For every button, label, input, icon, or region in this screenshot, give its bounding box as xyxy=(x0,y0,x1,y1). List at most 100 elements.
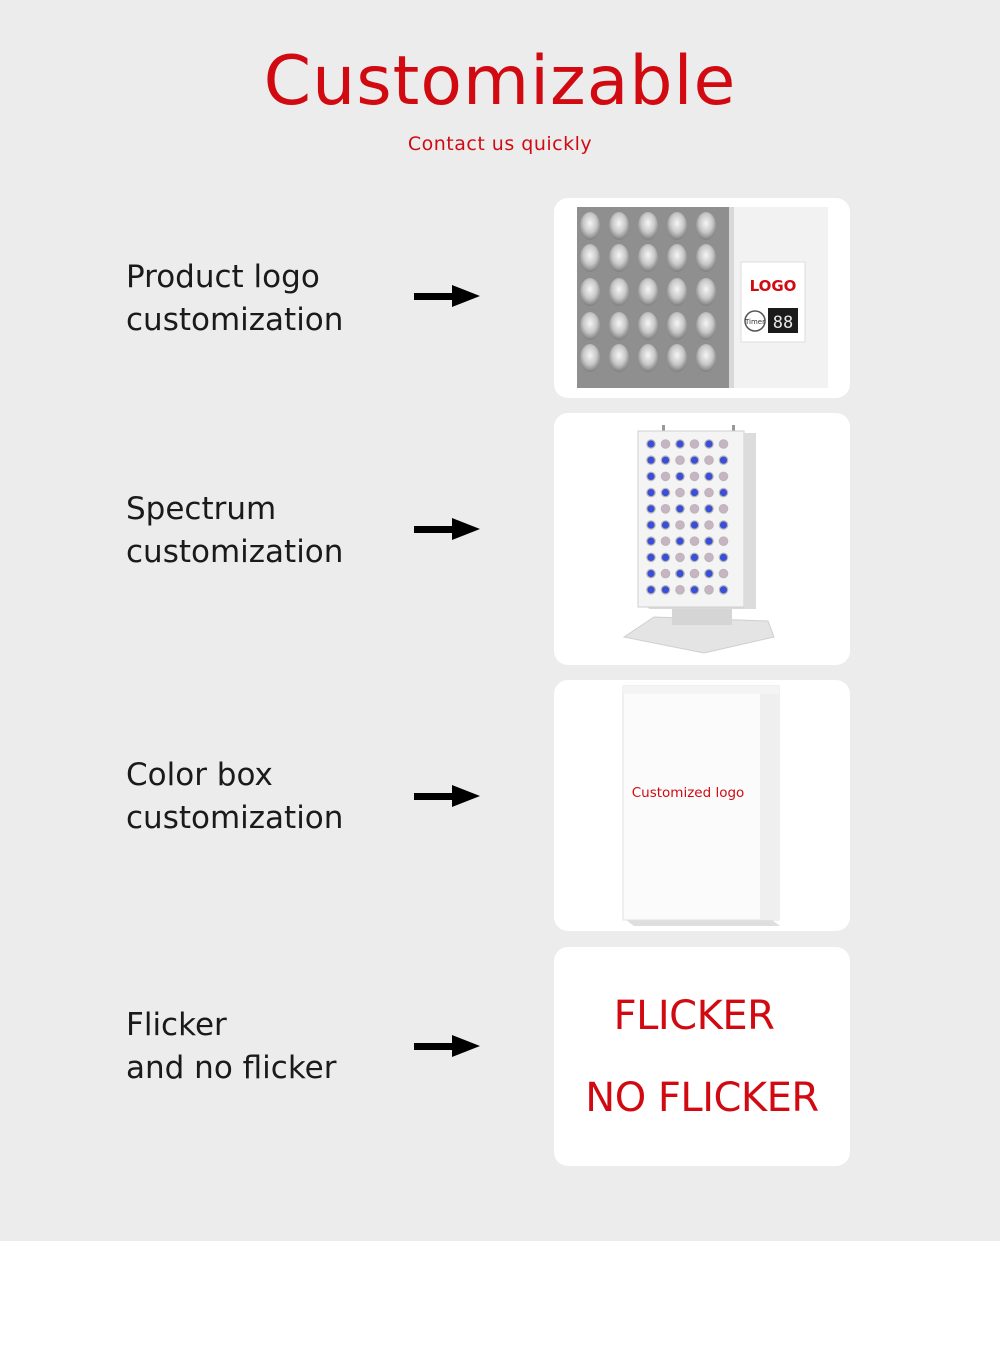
led-bead xyxy=(704,471,714,482)
page-title: Customizable xyxy=(263,42,737,121)
row-label-color-box: Color box customization xyxy=(126,754,426,840)
led-bead xyxy=(718,504,729,514)
led-bead xyxy=(718,520,729,530)
row-label-line1: Flicker xyxy=(126,1007,227,1043)
row-label-line2: customization xyxy=(126,800,344,836)
led-bead xyxy=(660,585,671,595)
row-label-flicker: Flicker and no flicker xyxy=(126,1004,426,1090)
led-bead xyxy=(696,344,716,372)
led-bead xyxy=(646,585,656,595)
led-bead xyxy=(660,536,671,546)
led-bead xyxy=(638,278,658,306)
led-bead xyxy=(704,504,714,514)
logo-placeholder-text: LOGO xyxy=(750,277,797,295)
led-bead xyxy=(704,585,714,595)
timer-display: 88 xyxy=(773,313,793,333)
led-bead xyxy=(704,455,714,465)
led-bead xyxy=(667,244,687,272)
led-bead xyxy=(704,520,714,530)
led-bead xyxy=(704,487,714,498)
led-bead xyxy=(718,552,729,563)
led-bead xyxy=(675,504,685,514)
led-bead xyxy=(675,536,685,546)
arrow-right-icon xyxy=(414,285,480,307)
no-flicker-option-text: NO FLICKER xyxy=(585,1075,819,1121)
led-bead xyxy=(689,585,700,595)
led-bead xyxy=(638,244,658,272)
led-bead xyxy=(660,552,671,563)
row-label-line2: customization xyxy=(126,534,344,570)
led-bead xyxy=(660,487,671,498)
led-bead xyxy=(689,536,700,546)
led-bead xyxy=(675,585,685,595)
led-bead xyxy=(675,520,685,530)
color-box-illustration: Customized logo xyxy=(622,685,780,926)
row-label-line2: and no flicker xyxy=(126,1050,337,1086)
led-bead xyxy=(646,504,656,514)
led-bead xyxy=(718,471,729,482)
led-bead xyxy=(660,455,671,465)
led-bead xyxy=(646,552,656,563)
led-bead xyxy=(689,487,700,498)
led-bead xyxy=(580,212,600,240)
led-bead xyxy=(667,312,687,340)
led-bead xyxy=(704,536,714,546)
led-bead xyxy=(580,278,600,306)
led-bead xyxy=(646,471,656,482)
spectrum-image-card xyxy=(554,413,850,665)
row-label-line1: Product logo xyxy=(126,259,320,295)
led-bead xyxy=(609,244,629,272)
led-bead xyxy=(689,520,700,530)
timer-label: Timer xyxy=(744,318,765,326)
timer-icon xyxy=(744,310,766,332)
led-bead xyxy=(675,552,685,563)
arrow-right-icon xyxy=(414,518,480,540)
led-bead xyxy=(667,212,687,240)
box-logo-text: Customized logo xyxy=(632,785,745,801)
flicker-option-card: FLICKER NO FLICKER xyxy=(554,947,850,1166)
led-bead xyxy=(689,471,700,482)
led-bead xyxy=(675,455,685,465)
led-bead xyxy=(689,552,700,563)
led-device-illustration xyxy=(622,425,775,654)
arrow-right-icon xyxy=(414,1035,480,1057)
led-bead xyxy=(704,552,714,563)
contact-link[interactable]: Contact us quickly xyxy=(407,133,593,155)
led-bead xyxy=(718,487,729,498)
led-bead xyxy=(696,278,716,306)
led-bead xyxy=(696,244,716,272)
led-bead xyxy=(667,278,687,306)
row-label-line1: Color box xyxy=(126,757,273,793)
led-bead xyxy=(704,568,714,579)
led-bead xyxy=(646,568,656,579)
led-bead xyxy=(580,312,600,340)
arrow-right-icon xyxy=(414,785,480,807)
led-bead xyxy=(718,536,729,546)
row-label-line1: Spectrum xyxy=(126,491,277,527)
led-bead xyxy=(675,471,685,482)
content-panel: Customizable Contact us quickly Product … xyxy=(0,0,1000,1241)
led-bead xyxy=(675,439,685,449)
color-box-image-card: Customized logo xyxy=(554,680,850,931)
led-bead xyxy=(638,212,658,240)
led-bead xyxy=(660,439,671,449)
led-bead xyxy=(638,312,658,340)
row-label-spectrum: Spectrum customization xyxy=(126,488,426,574)
led-bead xyxy=(609,212,629,240)
led-bead xyxy=(646,536,656,546)
led-bead xyxy=(646,455,656,465)
led-bead xyxy=(638,344,658,372)
led-bead xyxy=(580,344,600,372)
led-panel-closeup: LOGO Timer 88 xyxy=(577,207,828,388)
led-bead xyxy=(675,568,685,579)
led-bead xyxy=(646,520,656,530)
led-bead xyxy=(660,568,671,579)
led-bead xyxy=(704,439,714,449)
led-bead xyxy=(689,455,700,465)
led-bead xyxy=(660,520,671,530)
led-bead xyxy=(667,344,687,372)
product-logo-image-card: LOGO Timer 88 xyxy=(554,198,850,398)
led-bead xyxy=(696,212,716,240)
led-bead xyxy=(718,568,729,579)
led-bead xyxy=(689,504,700,514)
